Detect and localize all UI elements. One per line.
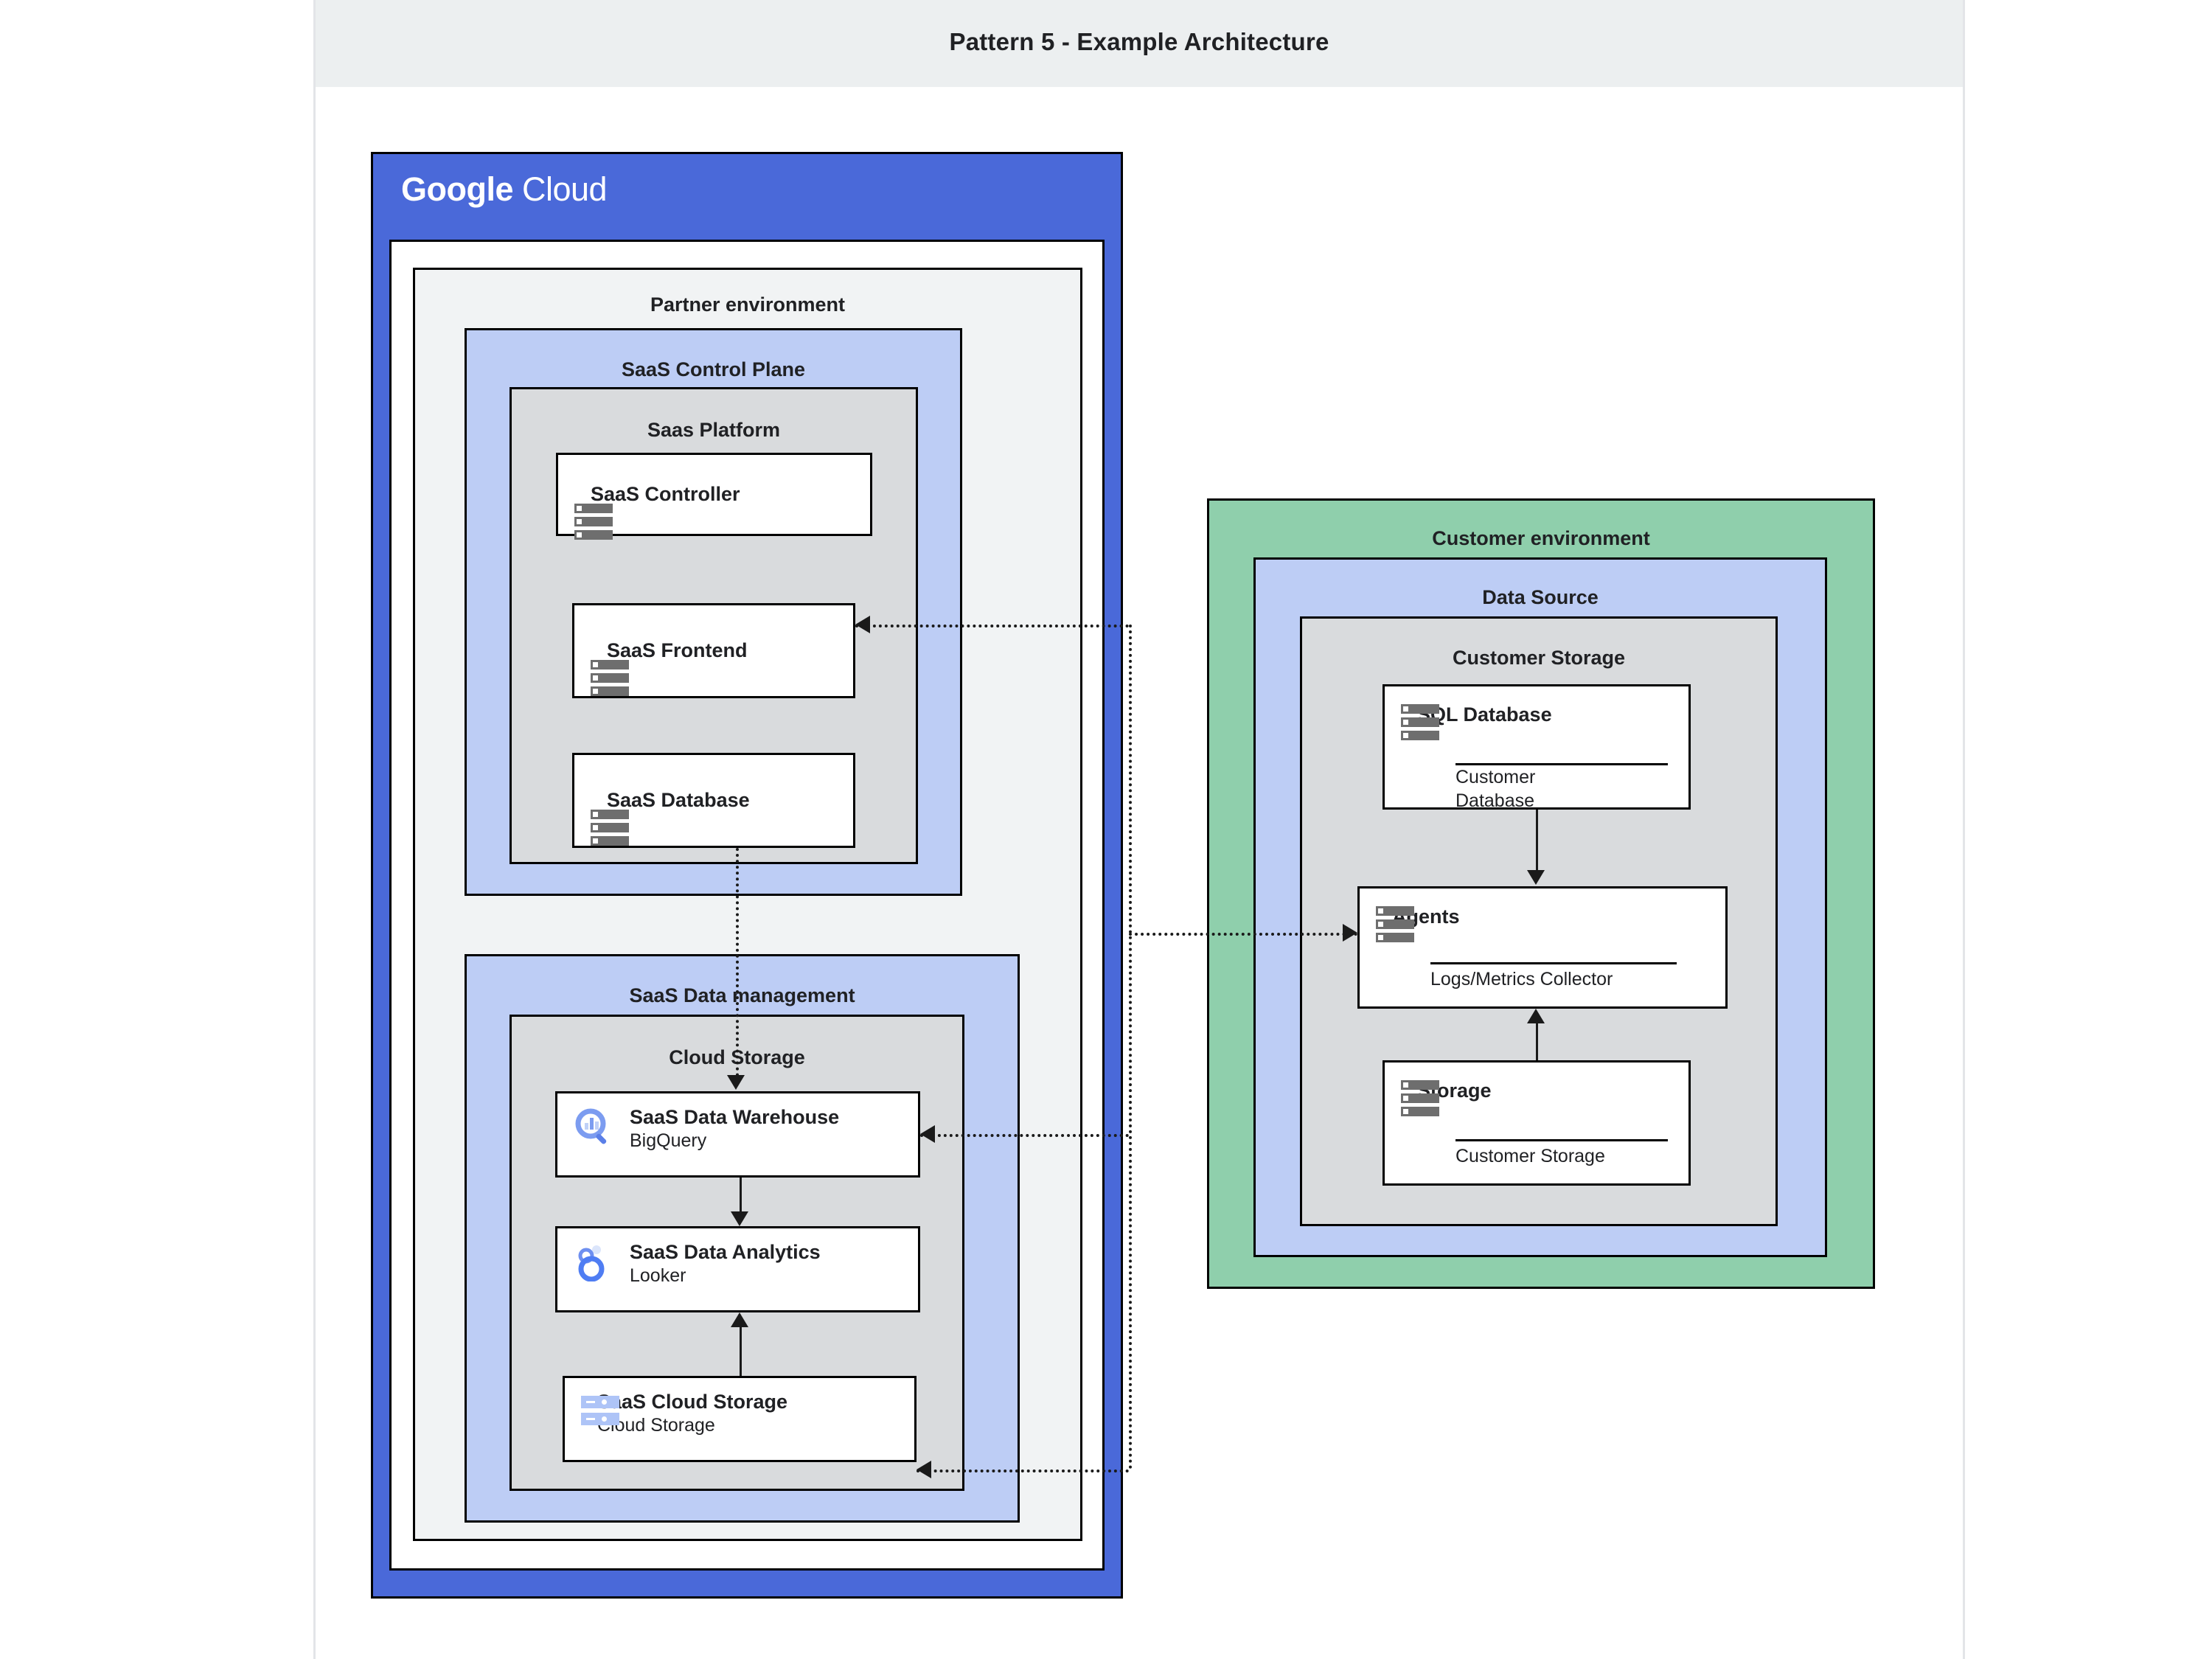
- node-saas-data-analytics[interactable]: SaaS Data Analytics Looker: [555, 1226, 920, 1312]
- node-title: SaaS Data Warehouse: [630, 1106, 840, 1128]
- node-divider: [1455, 763, 1668, 765]
- node-title: SaaS Database: [607, 789, 750, 812]
- arrow-saas-data-analytics-top: [731, 1211, 748, 1226]
- node-header: SaaS Controller: [558, 455, 870, 540]
- bigquery-icon: [574, 1107, 613, 1150]
- node-header: Storage: [1385, 1062, 1688, 1116]
- node-saas-controller[interactable]: SaaS Controller: [556, 453, 872, 540]
- node-footer-line2: Database: [1455, 790, 1535, 811]
- node-title: SaaS Frontend: [607, 639, 748, 662]
- connector-to-saas-data-warehouse: [920, 1134, 1129, 1137]
- node-header: SQL Database: [1385, 686, 1688, 740]
- node-customer-storage[interactable]: Storage Customer Storage: [1382, 1060, 1691, 1186]
- connector-warehouse-to-analytics: [740, 1178, 742, 1211]
- node-title: SaaS Cloud Storage: [597, 1391, 788, 1413]
- node-text-group: SaaS Data Warehouse BigQuery: [630, 1105, 839, 1152]
- node-footer-line1: Customer: [1455, 767, 1536, 787]
- node-title: SQL Database: [1417, 703, 1552, 726]
- saas-data-management-label: SaaS Data management: [629, 984, 855, 1006]
- node-header: SaaS Frontend: [574, 605, 853, 696]
- partner-environment-label: Partner environment: [650, 293, 846, 316]
- arrow-saas-data-warehouse-top: [727, 1075, 745, 1090]
- node-divider: [1430, 962, 1677, 964]
- saas-control-plane-label: SaaS Control Plane: [621, 358, 806, 380]
- connector-saas-database-to-warehouse: [736, 848, 739, 1077]
- arrow-saas-data-analytics-bottom: [731, 1312, 748, 1327]
- node-divider: [1455, 1139, 1668, 1141]
- arrow-agents: [1343, 924, 1357, 942]
- connector-trunk-vertical: [1129, 625, 1132, 1470]
- node-text-group: SaaS Frontend: [607, 639, 748, 663]
- node-agents[interactable]: Agents Logs/Metrics Collector: [1357, 886, 1728, 1009]
- node-header: SaaS Data Analytics Looker: [557, 1228, 918, 1287]
- node-saas-database[interactable]: SaaS Database: [572, 753, 855, 848]
- node-text-group: SaaS Controller: [591, 482, 740, 507]
- node-title: SaaS Controller: [591, 483, 740, 506]
- arrow-agents-top: [1527, 870, 1545, 885]
- node-header: SaaS Data Warehouse BigQuery: [557, 1093, 918, 1152]
- arrow-agents-bottom: [1527, 1009, 1545, 1023]
- node-sql-database[interactable]: SQL Database Customer Database: [1382, 684, 1691, 811]
- node-footer: Customer Storage: [1455, 1146, 1605, 1166]
- node-footer: Logs/Metrics Collector: [1430, 969, 1613, 990]
- google-cloud-logo-google: Google: [401, 170, 514, 208]
- node-header: Agents: [1360, 888, 1725, 942]
- connector-to-saas-cloud-storage: [917, 1470, 1129, 1472]
- arrow-saas-data-warehouse: [920, 1125, 935, 1143]
- node-subtitle: BigQuery: [630, 1130, 707, 1151]
- customer-environment-label: Customer environment: [1432, 527, 1650, 549]
- connector-to-saas-frontend: [855, 625, 1129, 627]
- connector-sql-database-to-agents: [1536, 810, 1538, 870]
- arrow-saas-cloud-storage: [917, 1461, 931, 1478]
- google-cloud-logo-cloud: Cloud: [522, 170, 608, 208]
- data-source-label: Data Source: [1482, 586, 1599, 608]
- node-saas-frontend[interactable]: SaaS Frontend: [572, 603, 855, 698]
- node-text-group: SQL Database: [1417, 703, 1552, 727]
- node-title: SaaS Data Analytics: [630, 1241, 821, 1263]
- node-header: SaaS Cloud Storage Cloud Storage: [565, 1378, 914, 1436]
- node-text-group: SaaS Cloud Storage Cloud Storage: [597, 1390, 787, 1436]
- node-text-group: SaaS Database: [607, 788, 750, 813]
- title-band: [316, 0, 1963, 87]
- node-saas-data-warehouse[interactable]: SaaS Data Warehouse BigQuery: [555, 1091, 920, 1178]
- node-header: SaaS Database: [574, 755, 853, 846]
- connector-cloud-storage-to-analytics: [740, 1327, 742, 1376]
- saas-platform-label: Saas Platform: [647, 419, 781, 441]
- node-saas-cloud-storage[interactable]: SaaS Cloud Storage Cloud Storage: [563, 1376, 917, 1462]
- looker-icon: [574, 1242, 613, 1285]
- page-title: Pattern 5 - Example Architecture: [949, 28, 1329, 55]
- connector-storage-to-agents: [1536, 1023, 1538, 1060]
- node-text-group: SaaS Data Analytics Looker: [630, 1240, 821, 1287]
- connector-to-agents: [1129, 933, 1357, 936]
- arrow-saas-frontend: [855, 616, 870, 633]
- customer-storage-label: Customer Storage: [1452, 647, 1626, 669]
- node-subtitle: Looker: [630, 1265, 686, 1286]
